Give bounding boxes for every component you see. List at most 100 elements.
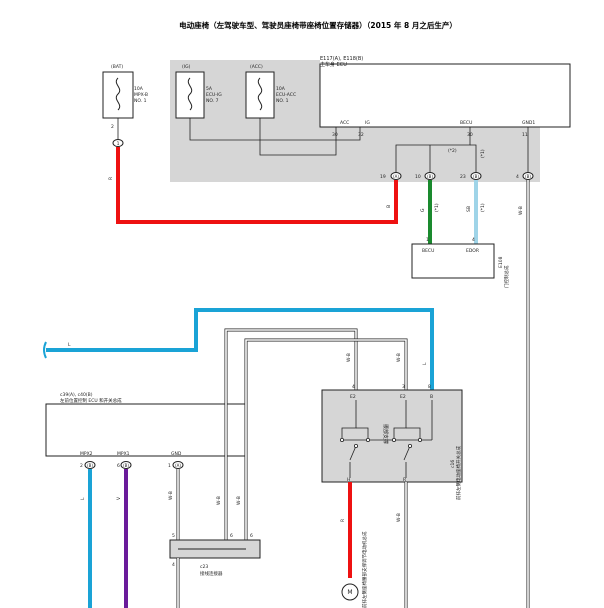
seat-conn-mpx2-id: (B) <box>87 463 93 468</box>
junction-pin-6b: 6 <box>250 533 253 539</box>
fuse-acc-rating: 10A <box>276 86 286 92</box>
wire-break-icon <box>43 341 47 359</box>
switch-pin-e2a: E2 <box>350 394 356 400</box>
motor-icon <box>341 583 359 601</box>
door-pin-num-left: 1 <box>426 237 429 243</box>
wire-acc-internal <box>259 118 337 156</box>
junction-pin-5: 5 <box>172 533 175 539</box>
bat-pin-num: 2 <box>111 124 114 130</box>
seat-switch-box <box>321 389 463 483</box>
junction-name: 接线连接器 <box>200 570 223 577</box>
junction-pin-6a: 6 <box>230 533 233 539</box>
seat-conn-mpx1 <box>120 461 132 469</box>
wire-wb-switch-b-inner <box>245 339 407 540</box>
main-ecu-pin-ig: IG <box>365 120 370 126</box>
wire-label-g: G <box>420 208 426 212</box>
seat-pin-num-mpx2: 2 <box>80 463 83 469</box>
fuse-acc-group: (ACC) <box>250 64 263 70</box>
wire-label-l-mpx2: L <box>80 497 86 500</box>
seat-conn-gnd-id: (A) <box>175 463 181 468</box>
conn-23-pin <box>470 172 482 180</box>
fuse-bat-rating: 10A <box>134 86 144 92</box>
switch-pinnum-e2b: 3 <box>402 384 405 390</box>
switch-pinnum-b: 8 <box>428 384 431 390</box>
wire-label-wb1: W-B <box>168 491 174 500</box>
main-ecu-code: E117(A), E118(B) <box>320 56 363 62</box>
conn-4-pin <box>522 172 534 180</box>
fuse-acc-name: ECU-ACC <box>276 92 296 98</box>
fuse-ig: (IG) 5A ECU-IG NO. 7 <box>175 64 222 119</box>
seat-ecu-name: 左前位置控制 ECU 和开关总成 <box>60 397 122 404</box>
switch-pinnum-e2a: 4 <box>352 384 355 390</box>
conn-23-id: (B) <box>473 174 479 179</box>
switch-pin-r: R <box>403 477 406 483</box>
wire-label-r-motor: R <box>340 519 346 522</box>
fuse-ig-no: NO. 7 <box>206 98 219 104</box>
junction-pin-4: 4 <box>172 562 175 568</box>
note-x2: (*2) <box>448 148 457 154</box>
door-name: 门控制总成 <box>503 265 510 288</box>
door-code: E108 <box>498 256 504 268</box>
wire-blue-l <box>46 308 434 390</box>
wire-beacu-internal-c <box>470 144 477 172</box>
seat-ecu-pin-mpx2: MPX2 <box>80 451 93 457</box>
motor-letter: M <box>347 589 352 596</box>
conn-19: 19 <box>380 174 386 180</box>
wire-label-b: B <box>386 205 392 208</box>
conn-10-id: (B) <box>427 174 433 179</box>
wire-label-wb-motor: W-B <box>396 513 402 522</box>
door-control-box <box>411 243 495 279</box>
connector-bat-out-label: 1 <box>117 141 120 147</box>
wire-wb-switch-a-inner <box>225 329 357 540</box>
seat-ecu-pin-gnd: GND <box>171 451 182 457</box>
main-ecu-pin-gnd: GND1 <box>522 120 535 126</box>
seat-conn-gnd <box>172 461 184 469</box>
wire-label-l: L <box>68 342 71 348</box>
seat-pin-num-mpx1: 6 <box>117 463 120 469</box>
fuse-ig-name: ECU-IG <box>206 92 222 98</box>
wire-label-l-right: L <box>422 362 428 365</box>
main-body-ecu-box <box>319 63 571 128</box>
switch-code: c16 <box>450 460 456 468</box>
conn-4: 4 <box>516 174 519 180</box>
seat-ecu-code: c39(A), c40(B) <box>60 392 93 398</box>
seat-ecu-pin-mpx1: MPX1 <box>117 451 130 457</box>
conn-23: 23 <box>460 174 466 180</box>
door-pin-left: BECU <box>422 248 434 254</box>
main-ecu-pinnum-acc: 30 <box>332 132 338 138</box>
wire-label-wb2: W-B <box>346 353 352 362</box>
main-ecu-name: 主车身 ECU <box>320 61 347 68</box>
fuse-ig-group: (IG) <box>182 64 191 70</box>
main-ecu-pin-acc: ACC <box>340 120 349 126</box>
conn-4-id: (B) <box>525 174 531 179</box>
motor-name: 前排左侧座椅腰部支撑调节电动机总成 <box>361 531 368 608</box>
main-ecu-pinnum-gnd: 11 <box>522 132 528 138</box>
fuse-icon <box>187 77 193 111</box>
diagram-title: 电动座椅（左驾驶车型、驾驶员座椅带座椅位置存储器）（2015 年 8 月之后生产… <box>179 20 457 30</box>
fuse-bat: (BAT) 10A MPX-B NO. 1 <box>102 64 148 119</box>
wire-label-wb-right: W-B <box>518 206 524 215</box>
fuse-icon <box>115 77 121 111</box>
conn-19-id: (A) <box>393 174 399 179</box>
connector-bat-out <box>112 139 124 147</box>
fuse-bat-no: NO. 1 <box>134 98 147 104</box>
door-pin-num-right: 4 <box>472 237 475 243</box>
wire-label-wb3: W-B <box>396 353 402 362</box>
switch-pin-h: H <box>347 477 350 483</box>
switch-pin-b: B <box>430 394 433 400</box>
fuse-bat-group: (BAT) <box>111 64 123 70</box>
wire-label-wb4: W-B <box>216 496 222 505</box>
note-x1b: (*1) <box>434 203 440 212</box>
main-ecu-pin-beacu: BECU <box>460 120 472 126</box>
wire-label-v: V <box>116 496 122 500</box>
junction-code: c23 <box>200 564 208 570</box>
fuse-bat-name: MPX-B <box>134 92 148 98</box>
wire-beacu-internal-a <box>395 127 471 172</box>
switch-contacts-icon <box>339 400 433 478</box>
seat-conn-mpx2 <box>84 461 96 469</box>
seat-ecu-box <box>45 403 247 457</box>
switch-name: 前排左侧电动座椅开关总成 <box>455 446 462 500</box>
wire-label-sb: SB <box>466 206 472 212</box>
note-x1c: (*1) <box>480 203 486 212</box>
